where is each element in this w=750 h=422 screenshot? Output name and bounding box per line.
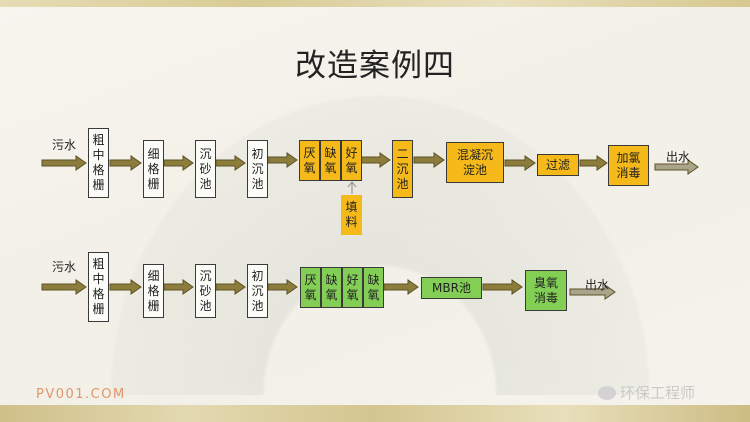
- row1-flow-arrow: [163, 155, 194, 171]
- row1-flow-arrow: [215, 155, 246, 171]
- row2-anoxic: 缺氧: [321, 267, 342, 308]
- row1-inlet-label: 污水: [52, 138, 77, 152]
- row1-flow-arrow: [360, 152, 391, 168]
- row2-flow-arrow: [482, 279, 523, 295]
- row2-fine-screen: 细格栅: [143, 264, 164, 318]
- row1-secondary-clarifier: 二沉池: [392, 140, 413, 198]
- row1-grit-chamber: 沉砂池: [195, 140, 216, 198]
- row1-flow-arrow: [579, 155, 608, 171]
- row2-inlet-label: 污水: [52, 260, 77, 274]
- row1-flow-arrow: [41, 155, 87, 171]
- row2-bio-tank: 厌氧 缺氧 好氧 缺氧: [300, 267, 384, 308]
- row1-filler: 填料: [341, 195, 362, 235]
- row1-primary-clarifier: 初沉池: [247, 140, 268, 198]
- page-title: 改造案例四: [295, 48, 455, 84]
- watermark-text: 环保工程师: [620, 384, 696, 402]
- row2-coarse-screen: 粗中格栅: [88, 252, 109, 322]
- row1-flow-arrow: [504, 155, 536, 171]
- top-band: [0, 0, 750, 7]
- row1-chlorination: 加氯消毒: [608, 145, 649, 186]
- row2-flow-arrow: [41, 279, 87, 295]
- row1-coagulation-tank: 混凝沉淀池: [446, 142, 504, 183]
- row1-coarse-screen: 粗中格栅: [88, 128, 109, 198]
- watermark: 环保工程师: [598, 382, 695, 403]
- row2-primary-clarifier: 初沉池: [247, 264, 268, 318]
- row1-flow-arrow: [654, 159, 699, 175]
- row1-flow-arrow: [413, 152, 445, 168]
- row2-aerobic: 好氧: [342, 267, 363, 308]
- row1-outlet-label: 出水: [666, 150, 691, 164]
- row2-anoxic-2: 缺氧: [363, 267, 384, 308]
- filler-arrow: [347, 181, 357, 194]
- row1-bio-tank: 厌氧 缺氧 好氧: [299, 140, 362, 181]
- row2-mbr-tank: MBR池: [421, 277, 482, 299]
- row1-aerobic: 好氧: [341, 140, 362, 181]
- row2-ozone-disinfection: 臭氧消毒: [525, 270, 567, 311]
- row2-grit-chamber: 沉砂池: [195, 264, 216, 318]
- row1-anaerobic: 厌氧: [299, 140, 320, 181]
- row2-flow-arrow: [267, 279, 298, 295]
- row1-fine-screen: 细格栅: [143, 140, 164, 198]
- row1-filter: 过滤: [537, 154, 579, 176]
- bottom-band: [0, 405, 750, 422]
- site-label: PV001.COM: [36, 387, 126, 402]
- row1-flow-arrow: [109, 155, 142, 171]
- row2-flow-arrow: [569, 284, 616, 300]
- wechat-icon: [598, 385, 616, 400]
- row2-outlet-label: 出水: [585, 278, 610, 292]
- row2-flow-arrow: [215, 279, 246, 295]
- row2-flow-arrow: [109, 279, 142, 295]
- row2-anaerobic: 厌氧: [300, 267, 321, 308]
- row1-anoxic: 缺氧: [320, 140, 341, 181]
- row1-flow-arrow: [267, 152, 298, 168]
- row2-flow-arrow: [163, 279, 194, 295]
- row2-flow-arrow: [383, 279, 419, 295]
